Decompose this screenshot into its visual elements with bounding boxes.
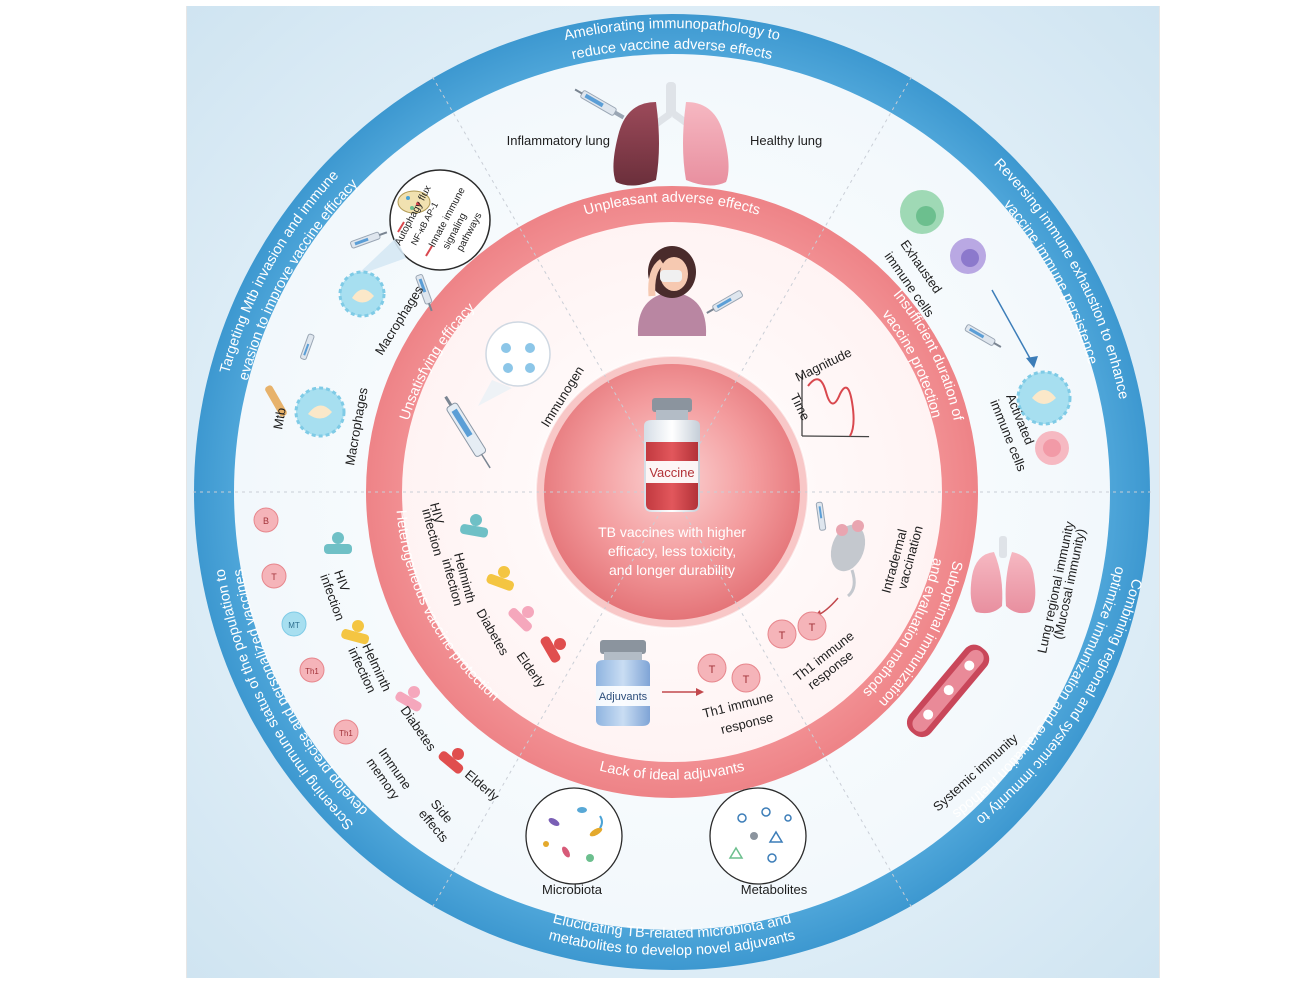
- metabolites-icon: [709, 787, 807, 885]
- healthy-lung-icon: [683, 102, 729, 186]
- tb-vaccine-diagram: Ameliorating immunopathology to reduce v…: [190, 14, 1154, 970]
- exhaustion-arrow: [991, 289, 1033, 363]
- microbiota-icon: [525, 787, 623, 885]
- syringe-icon-exhaustion: [964, 324, 1002, 348]
- syringe-icon-woman: [706, 290, 743, 314]
- immunogen-inset: [485, 321, 551, 387]
- mouse-icon: [830, 520, 866, 598]
- screening-cells: B T MT Th1 Th1: [253, 507, 359, 745]
- macrophage-icon-upper: [338, 270, 386, 318]
- th1-cell-t2: T: [809, 622, 816, 634]
- adjuvants-label: Adjuvants: [599, 691, 648, 703]
- lungs-illustration: [613, 82, 729, 186]
- adjuvants-vial-icon: Adjuvants: [596, 640, 650, 726]
- center-goal-l2: efficacy, less toxicity,: [608, 543, 736, 559]
- population-figures-inner: [460, 514, 566, 663]
- exhausted-immune-cells-icon: [900, 190, 986, 274]
- th1-cells-right: T T: [767, 611, 827, 649]
- signaling-pathways-inset: [389, 169, 491, 271]
- th1-cells-bottom: T T: [697, 653, 761, 693]
- syringe-icon-macrophage: [300, 333, 315, 360]
- syringe-icon-mtb: [350, 231, 388, 249]
- population-figures-outer: [324, 532, 464, 774]
- mtb-bacterium-icon: [265, 385, 287, 417]
- cell-b-label: B: [263, 516, 269, 526]
- cell-th1-label-2: Th1: [339, 729, 353, 738]
- person-diabetes-outer-icon: [395, 686, 422, 712]
- mtb-label: Mtb: [270, 407, 289, 431]
- center-goal: TB vaccines with higher efficacy, less t…: [598, 524, 746, 578]
- inflammatory-lung-label: Inflammatory lung: [507, 133, 610, 148]
- vaccine-vial-icon: Vaccine: [644, 398, 700, 512]
- healthy-lung-label: Healthy lung: [750, 133, 822, 148]
- center-goal-l3: and longer durability: [609, 562, 735, 578]
- mucosal-lungs-icon: [970, 536, 1036, 614]
- adverse-effect-woman-icon: [637, 246, 707, 336]
- th1-bottom-t1: T: [709, 664, 716, 676]
- person-diabetes-icon: [508, 606, 534, 632]
- person-helminth-outer-icon: [341, 620, 370, 645]
- th1-bottom-t2: T: [743, 674, 750, 686]
- center-goal-l1: TB vaccines with higher: [598, 524, 746, 540]
- th1-cell-t1: T: [779, 630, 786, 642]
- sector-dividers: [190, 75, 1154, 909]
- person-hiv-icon: [460, 514, 489, 538]
- person-elderly-icon: [540, 636, 566, 663]
- metabolites-label: Metabolites: [741, 882, 808, 897]
- syringe-icon-top: [574, 88, 625, 120]
- vaccine-label: Vaccine: [649, 465, 694, 480]
- syringe-icon-immunogen: [444, 395, 491, 469]
- hiv-outer-l1: HIV: [331, 568, 353, 594]
- blood-vessel-icon: [906, 644, 990, 738]
- cell-th1-label-1: Th1: [305, 667, 319, 676]
- magnitude-time-chart-icon: [801, 374, 870, 438]
- macrophage-icon-lower: [265, 385, 346, 438]
- person-hiv-outer-icon: [324, 532, 352, 554]
- microbiota-label: Microbiota: [542, 882, 603, 897]
- hiv-inner-l1: HIV: [427, 501, 447, 526]
- cell-t-label: T: [271, 572, 277, 582]
- person-helminth-icon: [486, 566, 514, 591]
- syringe-icon-mouse: [815, 501, 827, 531]
- activated-immune-cells-icon: [1016, 370, 1072, 465]
- inflammatory-lung-icon: [613, 102, 659, 186]
- syringe-icon-inset: [415, 274, 433, 312]
- person-elderly-outer-icon: [438, 748, 464, 774]
- cell-mt-label: MT: [288, 621, 300, 630]
